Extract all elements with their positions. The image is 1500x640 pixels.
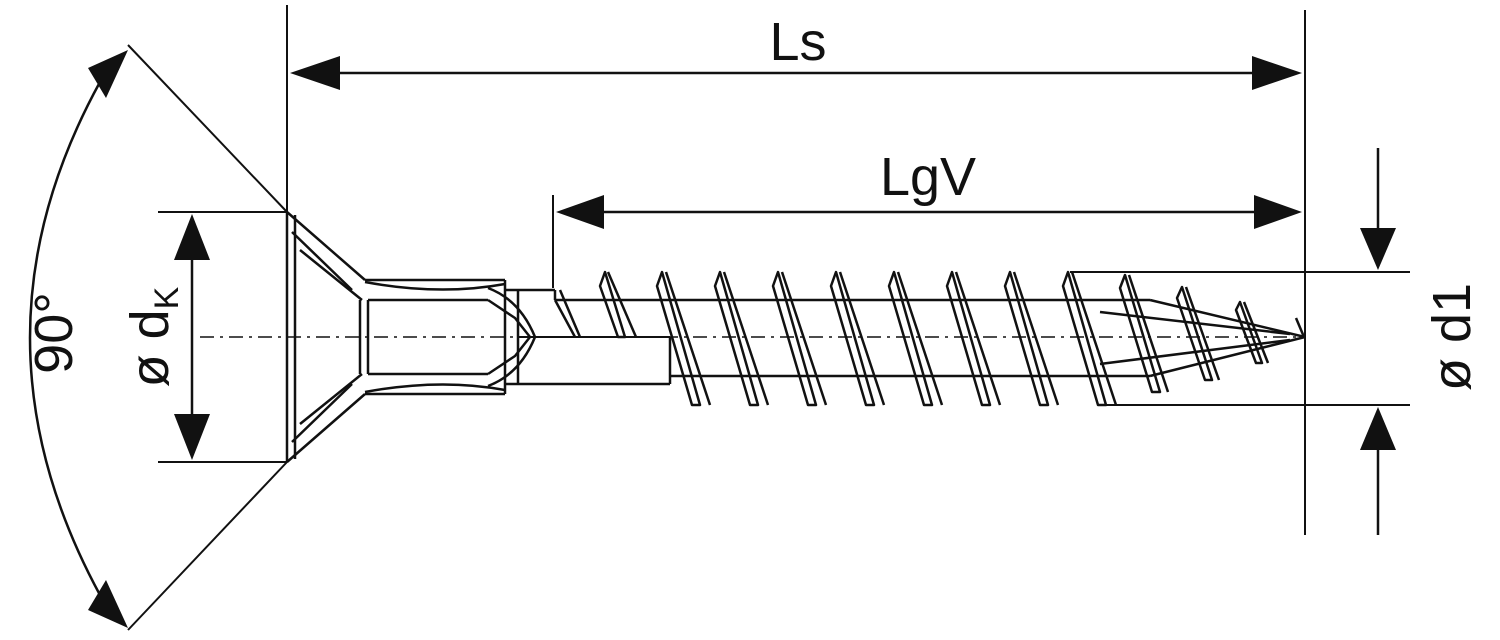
dk-label: ø dK [120, 286, 186, 387]
screw-thread [598, 270, 1306, 407]
angle-arrow-top [88, 50, 128, 98]
d1-arrow-bottom [1360, 407, 1396, 450]
angle-label: 90° [24, 292, 84, 374]
angle-arrow-bottom [88, 580, 128, 628]
lgv-label: LgV [880, 147, 976, 207]
screw-drawing [285, 211, 1306, 463]
d1-arrow-top [1360, 228, 1396, 270]
lgv-dimension: LgV [556, 147, 1302, 229]
thread-diameter-dimension: ø d1 [1360, 148, 1482, 535]
ls-arrow-left [290, 56, 340, 90]
extension-lines [127, 5, 1410, 631]
ls-dimension: Ls [290, 12, 1302, 90]
head-angle-dimension: 90° [24, 50, 128, 628]
lgv-arrow-right [1254, 195, 1302, 229]
ls-arrow-right [1252, 56, 1302, 90]
d1-label: ø d1 [1422, 283, 1482, 391]
dk-subscript: K [148, 286, 186, 309]
screw-head [285, 211, 537, 463]
ls-label: Ls [769, 12, 826, 72]
dk-arrow-bottom [174, 414, 210, 460]
dk-arrow-top [174, 214, 210, 260]
dk-symbol: ø d [120, 309, 180, 387]
lgv-arrow-left [556, 195, 604, 229]
head-diameter-dimension: ø dK [120, 214, 210, 460]
